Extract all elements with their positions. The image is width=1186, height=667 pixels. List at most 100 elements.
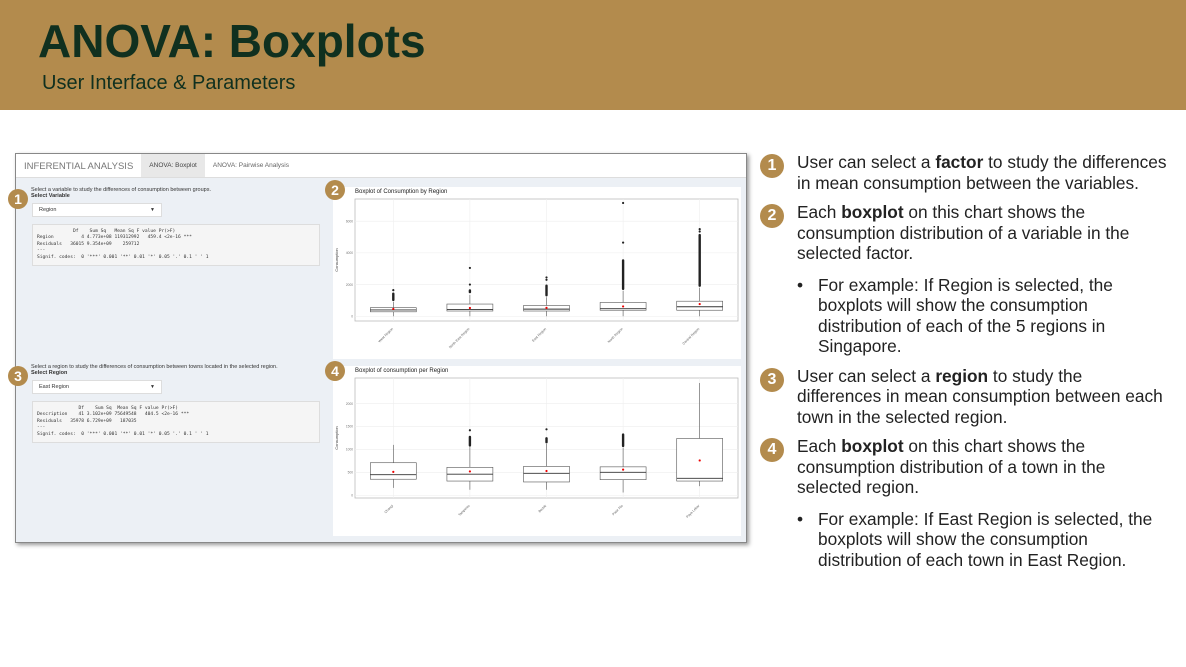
badge-1: 1 <box>8 189 28 209</box>
x-tick-label: Pasir Ris <box>611 504 624 517</box>
y-tick-label: 0 <box>351 493 353 497</box>
note-text: Each <box>797 436 842 456</box>
box <box>523 466 570 483</box>
mean-point <box>698 459 701 462</box>
note-text: For example: If Region is selected, the … <box>818 274 1113 357</box>
mean-point <box>392 470 395 473</box>
mean-point <box>468 470 471 473</box>
badge-2: 2 <box>325 180 345 200</box>
box <box>676 300 723 311</box>
outlier-point <box>622 201 625 205</box>
y-tick-label: 6000 <box>346 219 353 223</box>
badge-2: 2 <box>760 204 784 228</box>
note-3: 3 User can select a region to study the d… <box>760 366 1170 428</box>
note-4-example: • For example: If East Region is selected… <box>760 509 1170 571</box>
badge-4: 4 <box>760 438 784 462</box>
anova-output-variable: Df Sum Sq Mean Sq F value Pr(>F) Region … <box>32 224 320 267</box>
chart-panel-region: Boxplot of Consumption by Region 0 2000 40… <box>333 187 741 359</box>
mean-point <box>392 307 395 311</box>
select-variable-dropdown[interactable]: Region▼ <box>32 203 162 217</box>
note-text: Each <box>797 202 842 222</box>
y-tick-label: 0 <box>351 314 353 318</box>
outlier-cluster <box>545 284 548 297</box>
select-variable-label: Select Variable <box>31 193 70 199</box>
select-region-dropdown[interactable]: East Region▼ <box>32 380 162 394</box>
x-tick-label: West Region <box>377 327 394 344</box>
note-bold: factor <box>935 152 984 172</box>
tab-anova-pairwise[interactable]: ANOVA: Pairwise Analysis <box>212 162 289 169</box>
note-4: 4 Each boxplot on this chart shows the co… <box>760 436 1170 498</box>
mean-point <box>545 469 548 473</box>
outlier-point <box>545 276 548 279</box>
variable-description: Select a variable to study the differenc… <box>31 187 211 193</box>
note-text: User can select a <box>797 152 936 172</box>
x-tick-label: East Region <box>531 327 547 343</box>
mean-point <box>545 306 548 309</box>
badge-1: 1 <box>760 154 784 178</box>
note-2-example: • For example: If Region is selected, the… <box>760 275 1170 357</box>
chart-title: Boxplot of Consumption by Region <box>355 189 448 195</box>
outlier-cluster <box>698 233 701 287</box>
outlier-point <box>468 266 471 270</box>
x-tick-label: Bedok <box>538 504 548 514</box>
page-subtitle: User Interface & Parameters <box>42 72 296 94</box>
x-tick-label: North East Region <box>448 327 470 349</box>
note-1: 1 User can select a factor to study the d… <box>760 152 1170 193</box>
y-tick-label: 4000 <box>346 251 353 255</box>
tab-anova-boxplot[interactable]: ANOVA: Boxplot <box>141 154 205 177</box>
note-text: on this chart shows the consumption dist… <box>797 436 1106 497</box>
y-tick-label: 2000 <box>346 283 353 287</box>
note-text: on this chart shows the consumption dist… <box>797 202 1130 263</box>
outlier-point <box>468 283 471 286</box>
note-text: to study the differences in mean consump… <box>797 152 1167 193</box>
mean-point <box>622 468 625 471</box>
chart-title: Boxplot of consumption per Region <box>355 368 449 374</box>
note-text: User can select a <box>797 365 936 386</box>
x-tick-label: Tampines <box>458 504 471 517</box>
badge-3: 3 <box>8 366 28 386</box>
bullet: • <box>797 508 804 529</box>
mean-point <box>468 306 471 310</box>
y-tick-label: 1000 <box>346 448 353 452</box>
outlier-cluster <box>621 259 625 291</box>
outlier-point <box>545 278 548 281</box>
note-text: to study the differences in mean consump… <box>797 365 1163 427</box>
outlier-cluster <box>621 433 625 448</box>
outlier-cluster <box>392 292 395 302</box>
outlier-point <box>468 429 471 432</box>
outlier-point <box>392 289 395 292</box>
caret-down-icon: ▼ <box>150 207 155 213</box>
note-bold: boxplot <box>841 436 904 456</box>
tab-inferential-analysis[interactable]: INFERENTIAL ANALYSIS <box>24 161 134 172</box>
header-banner: ANOVA: Boxplots User Interface & Paramet… <box>0 0 1186 110</box>
outlier-point <box>622 241 625 244</box>
tab-bar: INFERENTIAL ANALYSIS ANOVA: Boxplot ANOV… <box>16 154 746 178</box>
note-bold: region <box>935 365 989 386</box>
badge-3: 3 <box>760 367 784 392</box>
mean-point <box>622 305 625 308</box>
note-text: For example: If East Region is selected,… <box>818 508 1153 570</box>
outlier-cluster <box>545 437 548 444</box>
bullet: • <box>797 274 804 295</box>
page-title: ANOVA: Boxplots <box>38 15 426 67</box>
x-tick-label: North Region <box>607 327 624 344</box>
note-bold: boxplot <box>841 202 904 222</box>
variable-section: Select a variable to study the differenc… <box>16 187 331 267</box>
y-axis-label: Consumption <box>334 426 339 450</box>
outlier-cluster <box>468 289 472 294</box>
outlier-point <box>545 428 548 431</box>
region-description: Select a region to study the differences… <box>31 364 278 370</box>
caret-down-icon: ▼ <box>150 384 155 390</box>
select-region-label: Select Region <box>31 370 68 376</box>
note-2: 2 Each boxplot on this chart shows the co… <box>760 202 1170 264</box>
box <box>599 466 647 480</box>
y-axis-label: Consumption <box>334 248 339 272</box>
anova-output-region: Df Sum Sq Mean Sq F value Pr(>F) Descrip… <box>32 401 320 444</box>
y-tick-label: 1500 <box>346 425 353 429</box>
badge-4: 4 <box>325 361 345 381</box>
outlier-point <box>698 230 701 233</box>
x-tick-label: Paya Lebar <box>685 503 701 519</box>
